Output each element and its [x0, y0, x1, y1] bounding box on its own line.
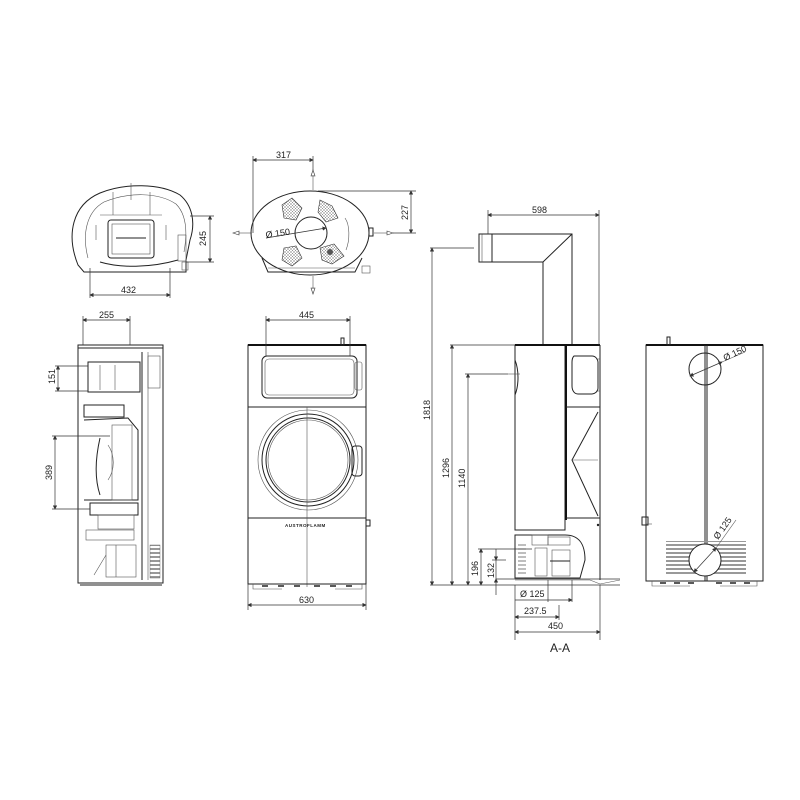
dim-630: 630 — [299, 595, 314, 605]
top-view-left: 245 432 — [71, 183, 214, 298]
dim-132: 132 — [486, 563, 496, 578]
dim-450: 450 — [548, 621, 563, 631]
side-cutaway-view: 255 151 389 — [44, 310, 164, 586]
dim-432: 432 — [121, 285, 136, 295]
dim-445: 445 — [299, 310, 314, 320]
dim-1818: 1818 — [422, 400, 432, 420]
rear-view: Ø 150 Ø 125 — [641, 336, 764, 587]
dim-flue-diameter: Ø 150 — [265, 227, 291, 240]
dim-air-inlet-diameter: Ø 125 — [520, 589, 545, 599]
top-view-center: 317 227 Ø 150 — [232, 150, 416, 295]
dim-151: 151 — [47, 369, 57, 384]
section-view: 1818 1296 1140 196 132 Ø 125 237.5 450 5… — [422, 205, 621, 655]
dim-389: 389 — [44, 465, 54, 480]
dim-317: 317 — [276, 150, 291, 160]
brand-logo: AUSTROFLAMM — [285, 523, 326, 528]
dim-598: 598 — [532, 205, 547, 215]
dim-245: 245 — [198, 231, 208, 246]
dim-196: 196 — [470, 561, 480, 576]
dim-237-5: 237.5 — [524, 606, 547, 616]
section-label: A-A — [550, 641, 570, 655]
dim-1296: 1296 — [441, 458, 451, 478]
dim-227: 227 — [400, 205, 410, 220]
dim-255: 255 — [99, 310, 114, 320]
front-view: AUSTROFLAMM 445 630 — [247, 310, 371, 610]
dim-1140: 1140 — [457, 469, 467, 488]
rear-dim-flue-diameter: Ø 150 — [722, 343, 748, 362]
